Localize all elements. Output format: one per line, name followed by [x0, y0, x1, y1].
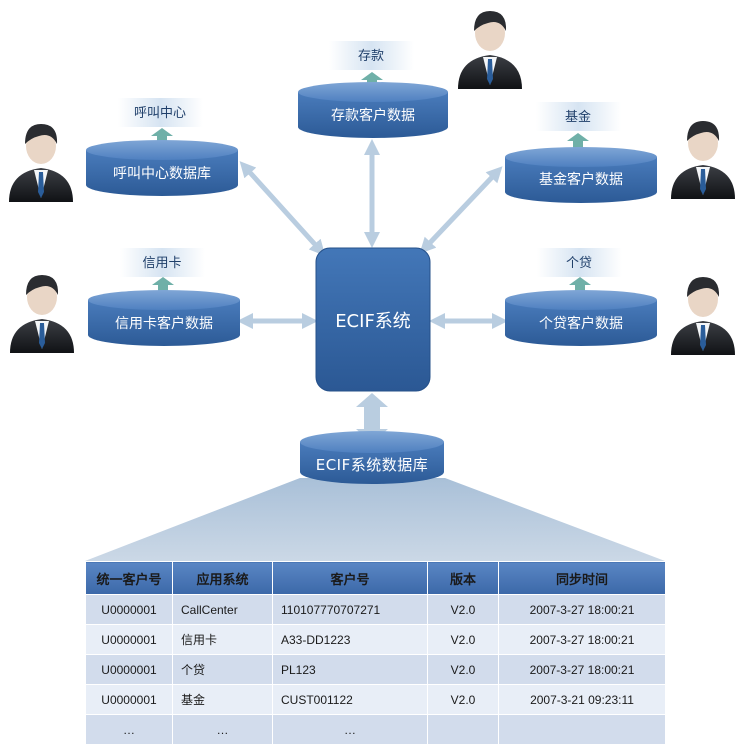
cell-customer-id: CUST001122	[272, 684, 428, 715]
cell-sync-time: 2007-3-27 18:00:21	[498, 624, 666, 655]
cell-version: V2.0	[427, 594, 499, 625]
funnel-connector	[85, 478, 665, 561]
db-callcenter-label: 呼叫中心数据库	[113, 166, 211, 182]
col-header-unified-id: 统一客户号	[85, 561, 173, 595]
core-label: ECIF系统	[335, 311, 411, 332]
table-row: U0000001 信用卡 A33-DD1223 V2.0 2007-3-27 1…	[85, 624, 666, 655]
cell-sync-time: 2007-3-21 09:23:11	[498, 684, 666, 715]
customer-id-table: 统一客户号 应用系统 客户号 版本 同步时间 U0000001 CallCent…	[85, 561, 666, 745]
ecif-core-system: ECIF系统	[315, 247, 431, 392]
table-row: U0000001 基金 CUST001122 V2.0 2007-3-21 09…	[85, 684, 666, 715]
cell-app-system: CallCenter	[172, 594, 273, 625]
person-icon	[9, 124, 73, 202]
db-loan-label: 个贷客户数据	[539, 315, 623, 332]
cell-sync-time: 2007-3-27 18:00:21	[498, 594, 666, 625]
system-deposit: 存款 存款客户数据	[298, 11, 522, 138]
cell-app-system: 基金	[172, 684, 273, 715]
arrow-core-ecifdb	[356, 393, 388, 443]
tag-callcenter-label: 呼叫中心	[134, 106, 186, 121]
person-icon	[671, 121, 735, 199]
cell-sync-time: 2007-3-27 18:00:21	[498, 654, 666, 685]
person-icon	[458, 11, 522, 89]
tag-fund-label: 基金	[565, 109, 591, 125]
cell-version: V2.0	[427, 654, 499, 685]
connector-arrows	[236, 138, 509, 330]
db-credit-label: 信用卡客户数据	[115, 315, 213, 332]
arrow-fund	[419, 166, 503, 254]
cell-unified-id: U0000001	[85, 684, 173, 715]
tag-credit-label: 信用卡	[142, 256, 181, 271]
col-header-version: 版本	[427, 561, 499, 595]
cell-app-system: …	[172, 714, 273, 745]
cell-version: V2.0	[427, 684, 499, 715]
tag-loan-label: 个贷	[566, 256, 592, 271]
cell-unified-id: U0000001	[85, 654, 173, 685]
ecif-db-label: ECIF系统数据库	[316, 456, 429, 474]
table-row: U0000001 个贷 PL123 V2.0 2007-3-27 18:00:2…	[85, 654, 666, 685]
cell-unified-id: U0000001	[85, 624, 173, 655]
arrow-callcenter	[239, 161, 326, 256]
cell-customer-id: 110107770707271	[272, 594, 428, 625]
cell-app-system: 个贷	[172, 654, 273, 685]
customer-mapping-table: 统一客户号 应用系统 客户号 版本 同步时间 U0000001 CallCent…	[85, 561, 666, 745]
system-credit: 信用卡 信用卡客户数据	[10, 248, 240, 353]
cell-customer-id: PL123	[272, 654, 428, 685]
cell-app-system: 信用卡	[172, 624, 273, 655]
db-deposit-label: 存款客户数据	[331, 107, 415, 124]
table-header-row: 统一客户号 应用系统 客户号 版本 同步时间	[85, 561, 666, 595]
cell-customer-id: …	[272, 714, 428, 745]
cell-unified-id: U0000001	[85, 594, 173, 625]
cell-version: V2.0	[427, 624, 499, 655]
cell-customer-id: A33-DD1223	[272, 624, 428, 655]
col-header-sync-time: 同步时间	[498, 561, 666, 595]
person-icon	[10, 275, 74, 353]
col-header-customer-id: 客户号	[272, 561, 428, 595]
db-fund-label: 基金客户数据	[539, 171, 623, 188]
system-loan: 个贷 个贷客户数据	[505, 248, 735, 355]
system-fund: 基金 基金客户数据	[505, 102, 735, 203]
col-header-app-system: 应用系统	[172, 561, 273, 595]
cell-version	[427, 714, 499, 745]
system-callcenter: 呼叫中心 呼叫中心数据库	[9, 98, 238, 202]
table-row: … … …	[85, 714, 666, 745]
person-icon	[671, 277, 735, 355]
cell-unified-id: …	[85, 714, 173, 745]
cell-sync-time	[498, 714, 666, 745]
ecif-database: ECIF系统数据库	[300, 431, 444, 484]
tag-deposit-label: 存款	[358, 49, 384, 64]
table-row: U0000001 CallCenter 110107770707271 V2.0…	[85, 594, 666, 625]
